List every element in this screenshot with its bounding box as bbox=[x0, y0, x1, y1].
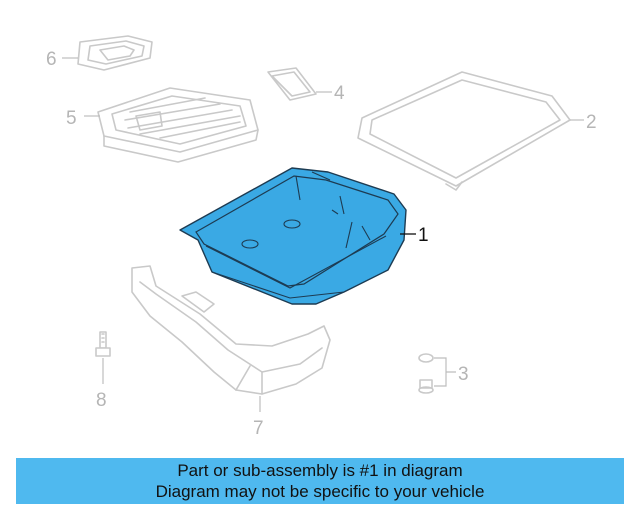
part-3-fasteners[interactable] bbox=[418, 353, 434, 394]
part-5-filter[interactable] bbox=[97, 87, 259, 163]
callout-7: 7 bbox=[253, 418, 264, 439]
part-8-bolt[interactable] bbox=[95, 331, 111, 357]
callout-4: 4 bbox=[334, 83, 345, 104]
banner-line-1: Part or sub-assembly is #1 in diagram bbox=[177, 461, 463, 480]
callout-3: 3 bbox=[458, 364, 469, 385]
parts-diagram: 6 5 4 2 1 7 bbox=[46, 35, 597, 439]
info-banner: Part or sub-assembly is #1 in diagram Di… bbox=[16, 458, 624, 504]
callout-2: 2 bbox=[586, 112, 597, 133]
callout-6: 6 bbox=[46, 49, 57, 70]
part-2-gasket[interactable] bbox=[357, 71, 571, 191]
callout-5: 5 bbox=[66, 108, 77, 129]
banner-line-2: Diagram may not be specific to your vehi… bbox=[155, 482, 485, 501]
oil-pan-body bbox=[179, 167, 407, 305]
callout-1: 1 bbox=[418, 225, 429, 246]
callout-8: 8 bbox=[96, 390, 107, 411]
part-7-shield[interactable] bbox=[131, 265, 331, 395]
part-6-seal[interactable] bbox=[77, 35, 153, 71]
part-1-oil-pan[interactable] bbox=[179, 167, 407, 305]
part-4-plate[interactable] bbox=[267, 67, 317, 101]
drain-plug bbox=[283, 219, 301, 229]
